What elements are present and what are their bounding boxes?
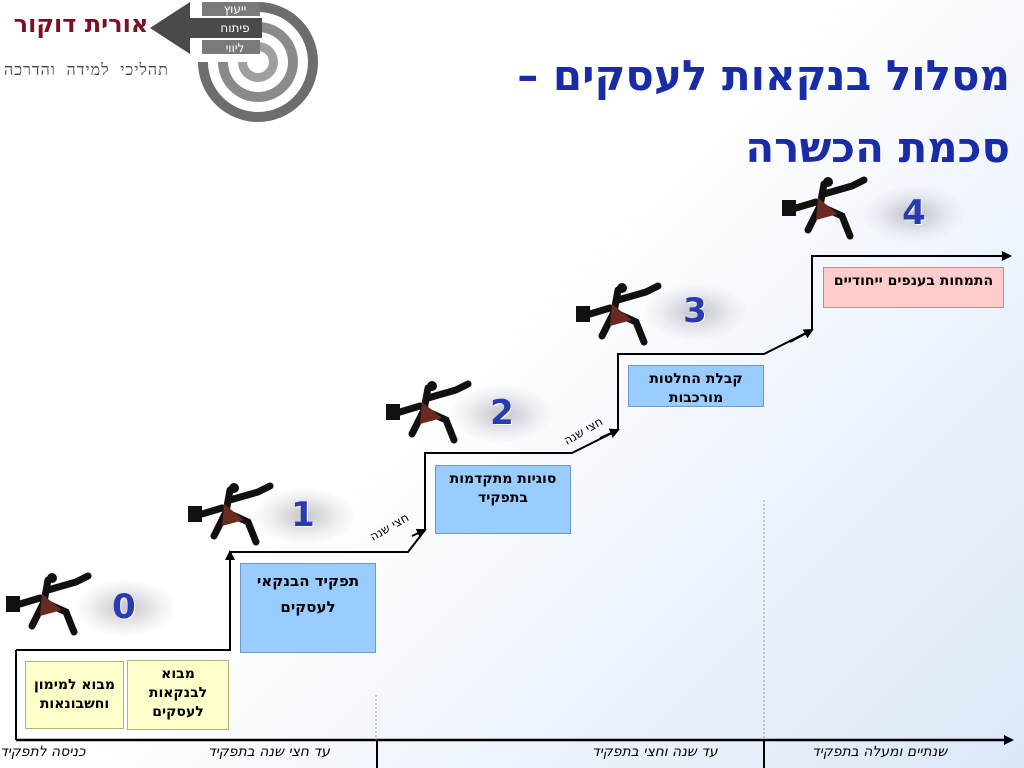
logo-tag-development: פיתוח — [220, 21, 250, 35]
box-intro-business-banking: מבוא לבנקאות לעסקים — [127, 660, 229, 730]
logo-subtitle: תהליכי למידה והדרכה — [4, 60, 169, 79]
logo-tag-consulting: ייעוץ — [223, 2, 247, 16]
logo-tag-accompaniment: ליווי — [225, 41, 245, 55]
running-businessman-icon — [6, 572, 92, 636]
step-number-1: 1 — [291, 495, 315, 535]
step-number-0: 0 — [112, 587, 136, 627]
running-businessman-icon — [576, 282, 662, 346]
step-number-3: 3 — [683, 291, 707, 331]
timeline-year-and-half: עד שנה וחצי בתפקיד — [592, 744, 718, 760]
briefcase-icon — [576, 306, 590, 322]
timeline-half-year: עד חצי שנה בתפקיד — [208, 744, 330, 760]
box-special-sectors: התמחות בענפים ייחודיים — [823, 267, 1004, 308]
logo-name: אורית דוקור — [13, 10, 149, 38]
box-business-banker-role: תפקיד הבנקאי לעסקים — [240, 563, 376, 653]
title-line-1: מסלול בנקאות לעסקים – — [517, 51, 1010, 100]
stair-path-3 — [617, 329, 813, 430]
briefcase-icon — [6, 596, 20, 612]
title-line-2: סכמת הכשרה — [745, 123, 1010, 172]
briefcase-icon — [386, 404, 400, 420]
box-intro-finance: מבוא למימון וחשבונאות — [25, 661, 124, 729]
briefcase-icon — [782, 200, 796, 216]
step-number-2: 2 — [490, 393, 514, 433]
timeline-two-years-plus: שנתיים ומעלה בתפקיד — [812, 744, 948, 760]
arrow-left-logo-icon — [150, 2, 262, 54]
running-businessman-icon — [782, 176, 868, 240]
briefcase-icon — [188, 506, 202, 522]
box-advanced-topics: סוגיות מתקדמות בתפקיד — [435, 465, 571, 534]
spiral-logo-icon — [150, 0, 318, 122]
step-number-4: 4 — [902, 193, 926, 233]
box-complex-decisions: קבלת החלטות מורכבות — [628, 365, 764, 407]
page-title: מסלול בנקאות לעסקים – סכמת הכשרה — [370, 40, 1010, 184]
stair-path-4 — [811, 251, 1012, 330]
running-businessman-icon — [188, 482, 274, 546]
running-businessman-icon — [386, 380, 472, 444]
stair-path-2 — [424, 429, 619, 530]
timeline-entry: כניסה לתפקיד — [0, 744, 86, 760]
